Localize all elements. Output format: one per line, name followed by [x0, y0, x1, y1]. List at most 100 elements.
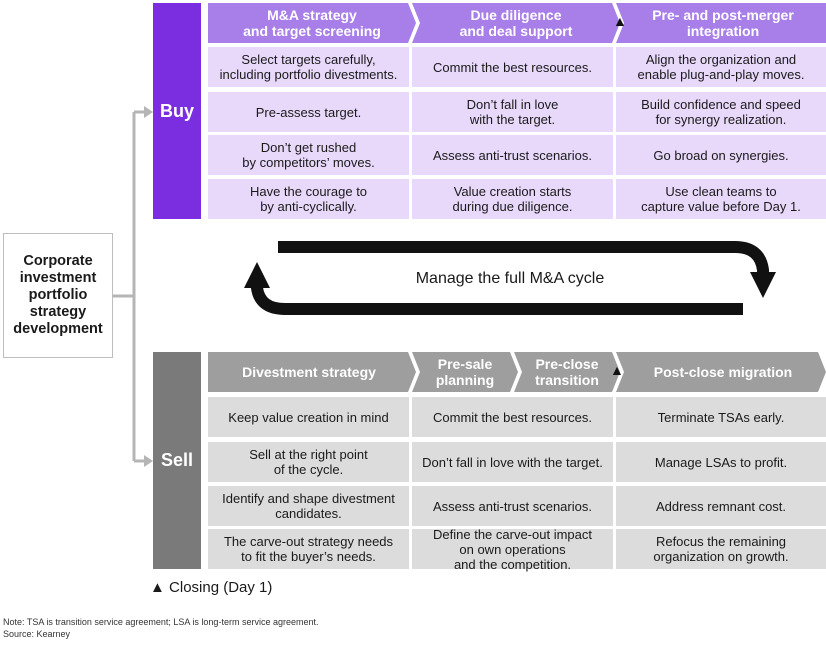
phase-line: Due diligence	[470, 7, 562, 23]
footnote: Note: TSA is transition service agreemen…	[3, 616, 318, 640]
tree-connector	[113, 110, 146, 463]
phase-line: and deal support	[459, 23, 573, 39]
cell-text-line: Don’t fall in love with the target.	[422, 454, 603, 470]
buy-phase-chevron-3	[616, 3, 826, 43]
cycle-arrow-top	[278, 241, 769, 278]
cell-text-line: including portfolio divestments.	[219, 67, 398, 82]
phase-line: Divestment strategy	[242, 364, 376, 380]
cell-text-line: by anti-cyclically.	[260, 199, 357, 214]
sell-phase-chevrons	[208, 352, 826, 392]
root-label-line: strategy	[29, 304, 87, 320]
cycle-arrow-bottom	[251, 282, 743, 315]
buy-arrowhead	[144, 106, 153, 118]
phase-line: planning	[435, 372, 495, 388]
sell-cell: Terminate TSAs early.	[616, 397, 826, 437]
sell-phase-1: Divestment strategy	[210, 352, 408, 392]
sell-cell: Address remnant cost.	[616, 486, 826, 526]
cell-text-line: Define the carve-out impact	[433, 526, 592, 542]
sell-phase-chevron-2	[412, 352, 518, 392]
sell-cell: Manage LSAs to profit.	[616, 442, 826, 482]
root-label-line: investment	[19, 270, 97, 286]
cell-text-line: Assess anti-trust scenarios.	[433, 147, 592, 163]
buy-cell: Pre-assess target.	[208, 92, 409, 132]
cell-text-line: Align the organization and	[645, 52, 797, 67]
cell-text-line: during due diligence.	[452, 199, 573, 214]
cell-text-line: Pre-assess target.	[255, 104, 362, 120]
cell-text-line: Don’t fall in love	[466, 97, 559, 112]
cycle-label: Manage the full M&A cycle	[415, 270, 605, 287]
cell-text-line: Commit the best resources.	[433, 409, 592, 425]
cell-text-line: candidates.	[275, 506, 342, 521]
buy-label: Buy	[153, 3, 201, 219]
cell-text-line: of the cycle.	[273, 462, 344, 477]
sell-arrowhead	[144, 455, 153, 467]
sell-phase-chevron-1	[208, 352, 416, 392]
sell-cell: Keep value creation in mind	[208, 397, 409, 437]
phase-line: Pre- and post-merger	[652, 7, 794, 23]
sell-cell: Commit the best resources.	[412, 397, 613, 437]
root-label-line: development	[13, 321, 103, 337]
cell-text-line: The carve-out strategy needs	[223, 534, 394, 549]
cell-text-line: on own operations	[459, 541, 566, 557]
phase-line: M&A strategy	[267, 7, 357, 23]
root-box: Corporate investment portfolio strategy …	[3, 233, 113, 358]
cell-text-line: Manage LSAs to profit.	[654, 454, 788, 470]
phase-line: Pre-close	[535, 356, 599, 372]
legend-text: Closing (Day 1)	[169, 579, 273, 596]
phase-line: and target screening	[243, 23, 381, 39]
note-line: Source: Kearney	[3, 629, 71, 639]
buy-phase-chevron-2	[412, 3, 620, 43]
root-label-line: Corporate	[23, 253, 93, 269]
cell-text-line: to fit the buyer’s needs.	[241, 549, 376, 564]
cell-text-line: Terminate TSAs early.	[657, 409, 785, 425]
cell-text-line: enable plug-and-play moves.	[637, 67, 805, 82]
cell-text-line: Sell at the right point	[249, 447, 368, 462]
cycle-arrowhead-right	[750, 272, 776, 298]
closing-triangle-icon: ▲	[610, 362, 624, 378]
legend: ▲ Closing (Day 1)	[150, 579, 272, 596]
cell-text-line: Identify and shape divestment	[222, 491, 395, 506]
buy-phase-chevrons	[208, 3, 826, 43]
sell-label: Sell	[153, 352, 201, 569]
cell-text-line: with the target.	[469, 112, 556, 127]
buy-phase-chevron-1	[208, 3, 416, 43]
buy-cell: Assess anti-trust scenarios.	[412, 135, 613, 175]
phase-line: integration	[686, 23, 760, 39]
sell-cell: Assess anti-trust scenarios.	[412, 486, 613, 526]
cell-text-line: Don’t get rushed	[260, 140, 357, 155]
closing-triangle-icon: ▲	[150, 579, 165, 596]
cell-text-line: Address remnant cost.	[655, 498, 787, 514]
cell-text-line: Value creation starts	[453, 184, 572, 199]
cell-text-line: Go broad on synergies.	[653, 147, 789, 163]
cell-text-line: Use clean teams to	[665, 184, 777, 199]
buy-cell: Commit the best resources.	[412, 47, 613, 87]
sell-cell: Don’t fall in love with the target.	[412, 442, 613, 482]
note-line: Note: TSA is transition service agreemen…	[3, 617, 319, 627]
buy-cell: Go broad on synergies.	[616, 135, 826, 175]
cell-text-line: organization on growth.	[653, 549, 789, 564]
cell-text-line: Commit the best resources.	[433, 59, 592, 75]
cell-text-line: Build confidence and speed	[641, 97, 801, 112]
buy-cell: Select targets carefully,including portf…	[208, 47, 409, 87]
cell-text-line: Have the courage to	[249, 184, 368, 199]
sell-phase-chevron-4	[616, 352, 826, 392]
cell-text-line: and the competition.	[453, 556, 572, 572]
cell-text-line: capture value before Day 1.	[641, 199, 801, 214]
sell-phase-chevron-3	[514, 352, 620, 392]
sell-phase-4: Post-close migration	[630, 352, 816, 392]
phase-line: Post-close migration	[653, 364, 793, 380]
